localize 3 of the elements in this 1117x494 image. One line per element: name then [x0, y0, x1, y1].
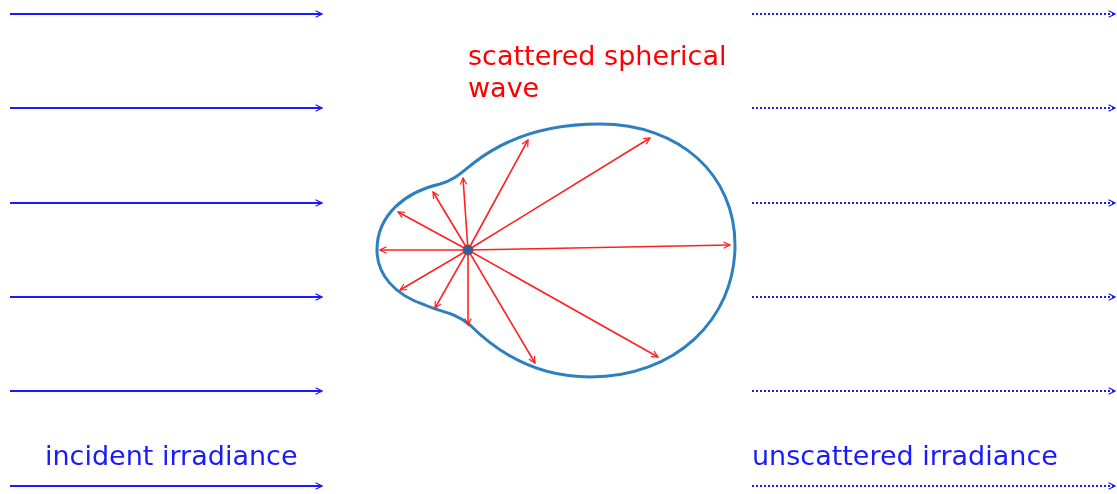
annotation-label: incident irradiance	[45, 440, 298, 473]
annotation-label: scattered spherical wave	[468, 40, 728, 105]
annotation-label: unscattered irradiance	[752, 440, 1058, 473]
